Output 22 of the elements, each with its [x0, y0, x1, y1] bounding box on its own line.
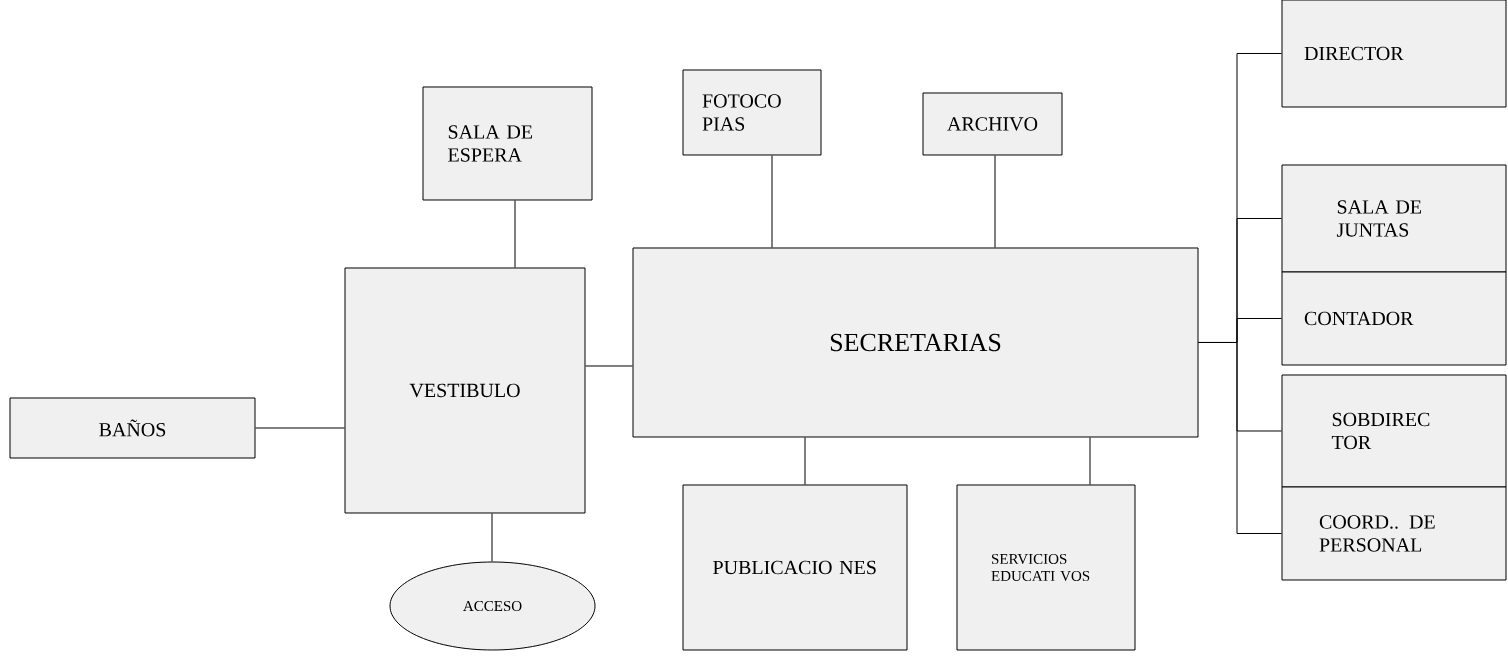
connector-line: [255, 427, 345, 429]
room-box: DIRECTOR: [1281, 0, 1507, 108]
connector-line: [994, 155, 996, 248]
connector-line: [1089, 437, 1091, 485]
room-box: VESTIBULO: [344, 267, 586, 514]
connector-line: [585, 365, 633, 367]
room-box: SERVICIOS EDUCATI VOS: [956, 484, 1136, 651]
room-box: SALA DE JUNTAS: [1281, 164, 1507, 273]
room-box: BAÑOS: [9, 397, 256, 459]
room-box: FOTOCO PIAS: [682, 69, 822, 156]
room-box: COORD.. DE PERSONAL: [1281, 486, 1507, 581]
connector-line: [514, 200, 516, 268]
connector-line: [771, 155, 773, 248]
room-box: ARCHIVO: [922, 92, 1063, 156]
connector-line: [491, 513, 493, 562]
room-box: SOBDIREC TOR: [1281, 374, 1507, 488]
room-box: PUBLICACIO NES: [682, 484, 908, 651]
room-box: SECRETARIAS: [632, 247, 1199, 438]
room-box: SALA DE ESPERA: [422, 86, 593, 201]
connector-line: [1198, 342, 1282, 534]
room-box: CONTADOR: [1281, 271, 1507, 366]
connector-line: [804, 437, 806, 485]
